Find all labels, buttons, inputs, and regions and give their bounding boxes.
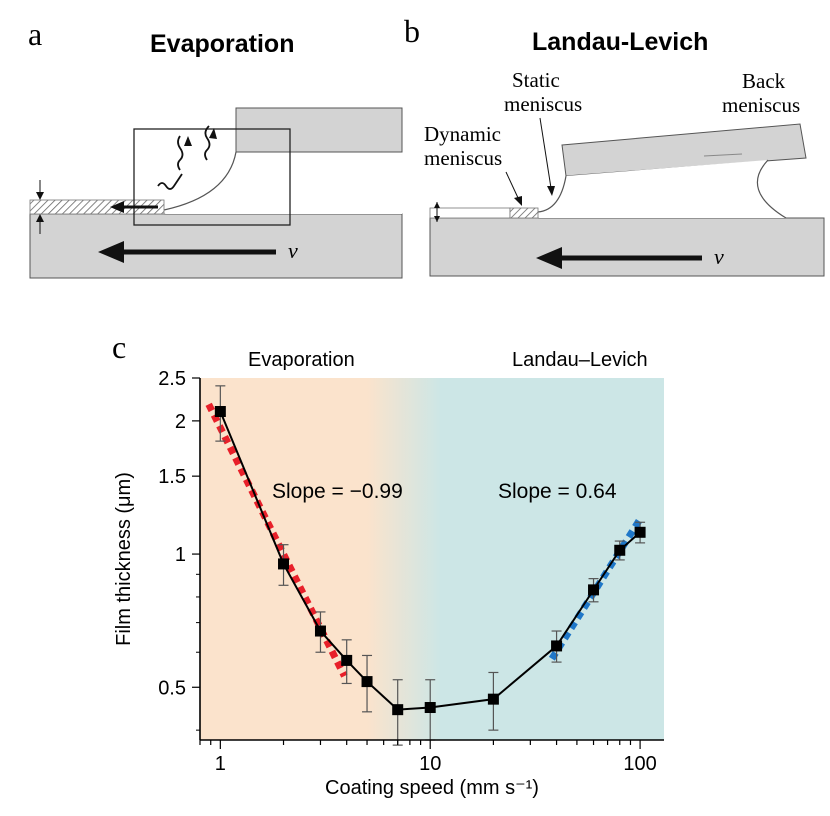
panel-a-film: [29, 199, 165, 215]
y-tick-label: 0.5: [158, 677, 186, 699]
data-point: [551, 640, 563, 652]
fit-label-2: Slope = 0.64: [498, 480, 617, 503]
data-point: [634, 526, 646, 538]
panel-b-dynamic-pointer: [505, 171, 520, 201]
data-point: [214, 406, 226, 418]
panel-a: a Evaporation v: [28, 16, 403, 279]
panel-a-zoom-box: [133, 128, 291, 226]
panel-b-velocity-label: v: [714, 244, 724, 269]
x-tick-label: 1: [215, 753, 226, 775]
panel-a-solution: [164, 152, 402, 214]
y-tick-label: 2.5: [158, 368, 186, 390]
panel-b-back-label-2: meniscus: [722, 93, 800, 117]
x-tick-label: 100: [623, 753, 656, 775]
data-point: [278, 558, 290, 570]
panel-a-letter: a: [28, 16, 42, 52]
panel-a-substrate: [29, 213, 403, 279]
panel-b-dynamic-region: [509, 207, 539, 219]
panel-a-meniscus: [163, 151, 237, 211]
panel-a-title: Evaporation: [150, 30, 294, 58]
x-tick-label: 10: [419, 753, 441, 775]
panel-c-letter: c: [112, 329, 126, 365]
panel-b-film: [429, 207, 511, 219]
region-label-landau-levich: Landau–Levich: [512, 349, 648, 371]
panel-a-velocity-label: v: [288, 238, 298, 263]
data-point: [361, 676, 373, 688]
plot-background: [200, 378, 664, 740]
y-tick-label: 1: [175, 544, 186, 566]
y-tick-label: 1.5: [158, 466, 186, 488]
panel-b-static-meniscus: [537, 175, 567, 213]
data-point: [614, 544, 626, 556]
y-axis-label: Film thickness (μm): [113, 472, 135, 646]
data-point: [341, 654, 353, 666]
panel-b-back-label-1: Back: [742, 69, 786, 93]
fit-line-2: [548, 517, 644, 661]
panel-b-liquid: [538, 160, 786, 218]
panel-b-dynamic-label-2: meniscus: [424, 146, 502, 170]
data-line: [219, 411, 641, 711]
y-tick-label: 2: [175, 411, 186, 433]
data-point: [392, 704, 404, 716]
region-label-evaporation: Evaporation: [248, 349, 355, 371]
panel-a-vapor-icons: [157, 125, 211, 190]
panel-b-back-meniscus: [756, 159, 787, 219]
panel-b-substrate: [429, 217, 825, 277]
panel-b-title: Landau-Levich: [532, 28, 708, 56]
data-point: [314, 625, 326, 637]
data-point: [424, 702, 436, 714]
panel-b: b Landau-Levich Static meniscus Back men…: [404, 13, 825, 277]
panel-b-static-label-1: Static: [512, 68, 560, 92]
x-axis-label: Coating speed (mm s⁻¹): [325, 777, 539, 799]
data-point: [588, 584, 600, 596]
fit-label-1: Slope = −0.99: [272, 480, 403, 503]
panel-a-blade: [235, 107, 403, 153]
panel-b-static-label-2: meniscus: [504, 92, 582, 116]
panel-b-blade: [561, 123, 807, 177]
data-point: [487, 693, 499, 705]
panel-b-letter: b: [404, 13, 420, 49]
panel-b-static-pointer: [539, 117, 552, 189]
panel-b-dynamic-label-1: Dynamic: [424, 122, 501, 146]
